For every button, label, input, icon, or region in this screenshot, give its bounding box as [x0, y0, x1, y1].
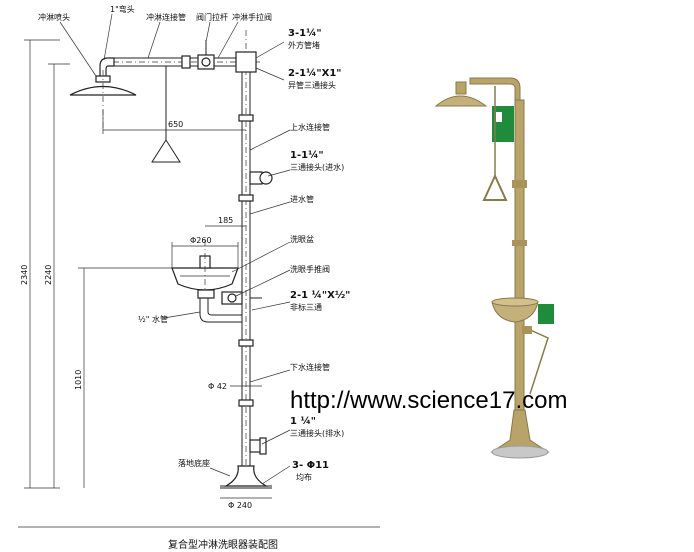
half-inch-water-pipe: [197, 289, 262, 323]
main-vertical-pipe: [238, 30, 254, 480]
label-holes-even: 均布: [296, 472, 312, 482]
photo-shower-head: [434, 95, 488, 107]
label-tee-inlet: 三通接头(进水): [290, 162, 344, 172]
label-holes-code: 3- Φ11: [292, 460, 329, 471]
product-photo: [434, 77, 554, 459]
leader-lines: [59, 13, 291, 485]
label-eye-basin: 洗眼盆: [290, 234, 314, 244]
inlet-tee: [249, 171, 273, 185]
photo-pull-triangle: [482, 173, 508, 201]
label-valve-pull-rod: 阀门拉杆: [196, 12, 228, 22]
label-shower-connect-pipe: 冲淋连接管: [146, 12, 186, 22]
label-shower-hand-valve: 冲淋手拉阀: [232, 12, 272, 22]
floor-base: [220, 465, 272, 489]
photo-eye-bowl: [491, 301, 539, 323]
label-reducer-tee: 异管三通接头: [288, 80, 336, 90]
label-eye-push-valve: 洗眼手推阀: [290, 264, 330, 274]
photo-sign-bottom: [538, 304, 554, 324]
dim-42: Φ 42: [208, 382, 227, 391]
label-shower-head: 冲淋喷头: [38, 12, 70, 22]
label-nonstd-tee-code: 2-1 ¼"X½": [290, 289, 350, 301]
label-elbow: 1"弯头: [110, 4, 135, 14]
dim-185: 185: [218, 216, 233, 225]
drawing-caption: 复合型冲淋洗眼器装配图: [168, 538, 278, 551]
dimension-values: 650 185 Φ260 Φ 42 Φ 240 2340 2240 1010: [20, 120, 252, 510]
dim-260: Φ260: [190, 236, 212, 245]
drain-tee: [249, 437, 267, 455]
photo-arm: [469, 77, 521, 101]
dimension-lines: [24, 39, 272, 499]
label-square-plug-code: 3-1¼": [288, 27, 322, 39]
watermark-url: http://www.science17.com: [290, 387, 567, 414]
label-half-water-pipe: ½" 水管: [138, 314, 168, 324]
label-square-plug: 外方管堵: [288, 40, 320, 50]
label-reducer-tee-code: 2-1¼"X1": [288, 67, 342, 79]
dim-1010: 1010: [74, 370, 83, 390]
label-nonstd-tee: 非标三通: [290, 302, 322, 312]
shower-head: [69, 57, 137, 130]
dim-650: 650: [168, 120, 183, 129]
label-inlet-pipe: 进水管: [290, 194, 314, 204]
labels: 冲淋喷头 1"弯头 冲淋连接管 阀门拉杆 冲淋手拉阀 3-1¼" 外方管堵 2-…: [38, 4, 350, 482]
label-lower-connect-pipe: 下水连接管: [290, 362, 330, 372]
technical-drawing: 冲淋喷头 1"弯头 冲淋连接管 阀门拉杆 冲淋手拉阀 3-1¼" 外方管堵 2-…: [18, 4, 380, 551]
pull-handle: [151, 66, 181, 163]
photo-pole: [514, 99, 525, 411]
dim-240: Φ 240: [228, 501, 252, 510]
eye-wash-basin: [171, 240, 239, 300]
label-floor-base: 落地底座: [178, 458, 210, 468]
label-upper-connect-pipe: 上水连接管: [290, 122, 330, 132]
dim-2240: 2240: [44, 265, 53, 285]
dim-2340: 2340: [20, 265, 29, 285]
top-horizontal-pipe: [100, 40, 260, 73]
label-tee-drain-code: 1 ¼": [290, 415, 316, 427]
label-tee-inlet-code: 1-1¼": [290, 149, 324, 161]
label-tee-drain: 三通接头(排水): [290, 428, 344, 438]
